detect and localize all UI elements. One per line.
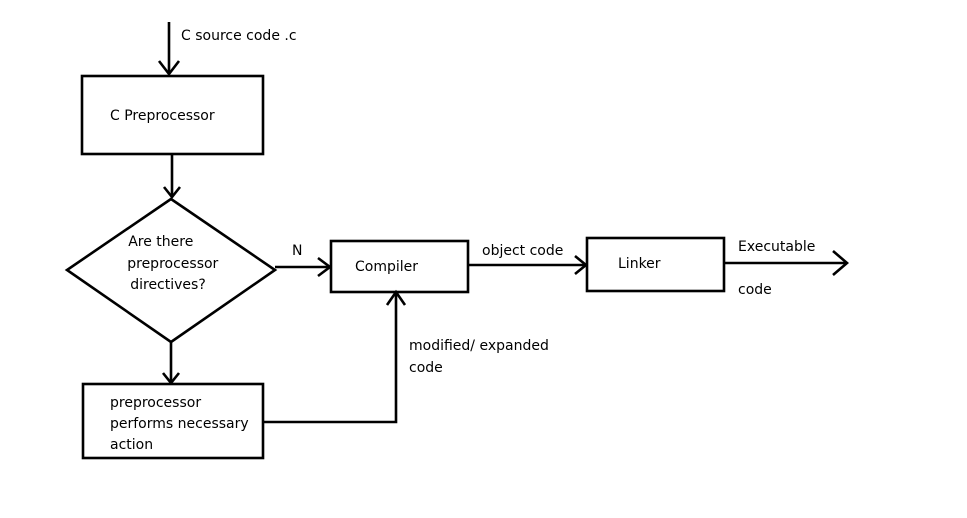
modified-code-text: modified/ expanded code: [409, 338, 553, 376]
preprocessor-to-decision-arrow-head: [162, 186, 182, 200]
decision-line-3: directives?: [130, 277, 206, 293]
executable-label-2: code: [738, 282, 772, 298]
object-code-label: object code: [482, 243, 563, 259]
modified-line-2: code: [409, 360, 443, 376]
executable-label: Executable: [738, 239, 815, 255]
executable-arrow-head: [832, 250, 849, 276]
modified-code-arrow: [263, 292, 398, 424]
action-line-2: performs necessary: [110, 416, 249, 432]
preprocessor-label: C Preprocessor: [110, 108, 215, 124]
decision-line-1: Are there: [128, 234, 193, 250]
action-text: preprocessor performs necessary action: [110, 395, 253, 453]
linker-box: [585, 236, 726, 293]
linker-label: Linker: [618, 256, 661, 272]
modified-code-arrow-head: [385, 289, 407, 306]
compiler-box: [329, 239, 470, 294]
input-label: C source code .c: [181, 28, 297, 44]
action-line-1: preprocessor: [110, 395, 201, 411]
compiler-label: Compiler: [355, 259, 418, 275]
action-box: [81, 382, 265, 460]
no-label: N: [292, 243, 302, 259]
decision-text: Are there preprocessor directives?: [127, 234, 223, 293]
decision-line-2: preprocessor: [127, 256, 218, 272]
modified-line-1: modified/ expanded: [409, 338, 549, 354]
action-line-3: action: [110, 437, 153, 453]
input-arrow-head: [157, 60, 181, 77]
preprocessor-box: [80, 74, 265, 156]
